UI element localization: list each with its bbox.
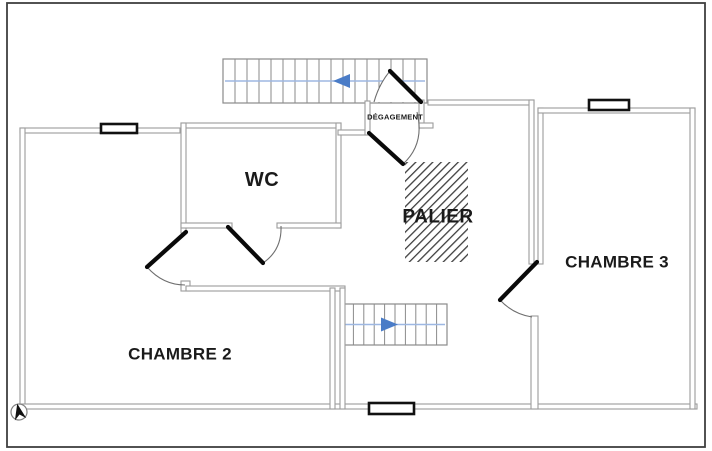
wall-chambre2-left [19,127,26,410]
palier-hatch-area [405,162,468,262]
walls [19,99,698,410]
door-chambre2-icon [144,229,189,286]
chambre3-label: CHAMBRE 3 [565,252,669,272]
wall-bottom [19,403,698,410]
wall-chambre3-left-lower [530,315,539,410]
wall-chambre3-left-upper [537,107,544,265]
wall-stair-left [339,287,346,410]
wall-wc-bottom-left [180,222,233,229]
wall-palier-top [427,99,535,106]
door-wc-icon [225,224,282,266]
wall-wc-left [180,122,187,234]
window-chambre2-icon [99,122,139,135]
staircase-down-icon [342,303,448,346]
wall-wc-right [335,122,342,229]
wall-wc-bottom-right [276,222,342,229]
windows [99,98,631,416]
wall-palier-right-upper [528,99,535,265]
window-palier-icon [367,401,416,416]
doors [144,68,540,318]
north-arrow-icon [10,403,28,421]
door-stairs-icon [373,68,424,105]
wall-chambre2-right [329,287,336,410]
chambre2-label: CHAMBRE 2 [128,344,232,364]
wall-chambre3-right [689,107,696,410]
door-degagement-icon [366,111,420,167]
door-chambre3-icon [497,259,540,318]
wall-degagement-left-h [337,129,370,136]
plan-border [6,2,706,448]
degagement-label: DÉGAGEMENT [367,112,423,122]
wc-label: WC [244,169,280,191]
wall-degagement-jog [418,122,434,129]
palier-label: PALIER [402,206,474,228]
window-chambre3-icon [587,98,631,112]
wall-degagement-left-v [364,100,371,136]
wall-wc-top [180,122,342,129]
wall-corridor-bottom [185,285,346,292]
